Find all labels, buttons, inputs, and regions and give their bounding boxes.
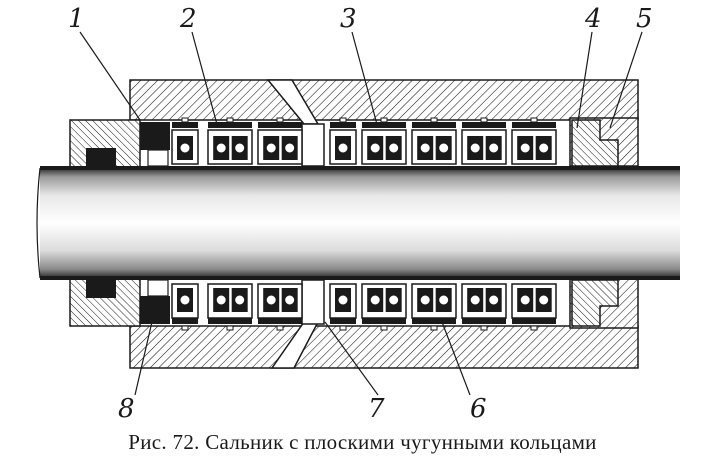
packing-ring bbox=[461, 283, 507, 331]
label-5: 5 bbox=[636, 4, 653, 34]
shaft bbox=[36, 166, 680, 280]
packing-ring bbox=[207, 117, 253, 165]
label-6: 6 bbox=[470, 394, 487, 424]
gland-follower-bottom bbox=[69, 277, 170, 327]
packing-ring bbox=[361, 117, 407, 165]
packing-ring bbox=[207, 283, 253, 331]
gland-follower-top bbox=[69, 119, 170, 169]
label-2: 2 bbox=[180, 4, 197, 34]
label-8: 8 bbox=[118, 394, 135, 424]
packing-ring bbox=[411, 117, 457, 165]
label-3: 3 bbox=[340, 4, 357, 34]
packing-ring bbox=[411, 283, 457, 331]
label-4: 4 bbox=[585, 4, 602, 34]
packing-ring bbox=[461, 117, 507, 165]
label-1: 1 bbox=[68, 4, 85, 34]
packing-ring bbox=[329, 283, 357, 331]
leader-lines bbox=[79, 31, 643, 396]
packing-ring bbox=[171, 117, 199, 165]
packing-ring bbox=[511, 117, 557, 165]
packing-ring bbox=[257, 117, 303, 165]
label-7: 7 bbox=[368, 394, 385, 424]
lubrication-channel-top bbox=[266, 79, 325, 167]
packing-rings-top bbox=[171, 117, 557, 165]
packing-ring bbox=[171, 283, 199, 331]
packing-rings-bottom bbox=[171, 283, 557, 331]
packing-ring bbox=[329, 117, 357, 165]
figure-caption: Рис. 72. Сальник с плоскими чугунными ко… bbox=[128, 430, 597, 454]
packing-ring bbox=[511, 283, 557, 331]
packing-ring bbox=[257, 283, 303, 331]
packing-ring bbox=[361, 283, 407, 331]
